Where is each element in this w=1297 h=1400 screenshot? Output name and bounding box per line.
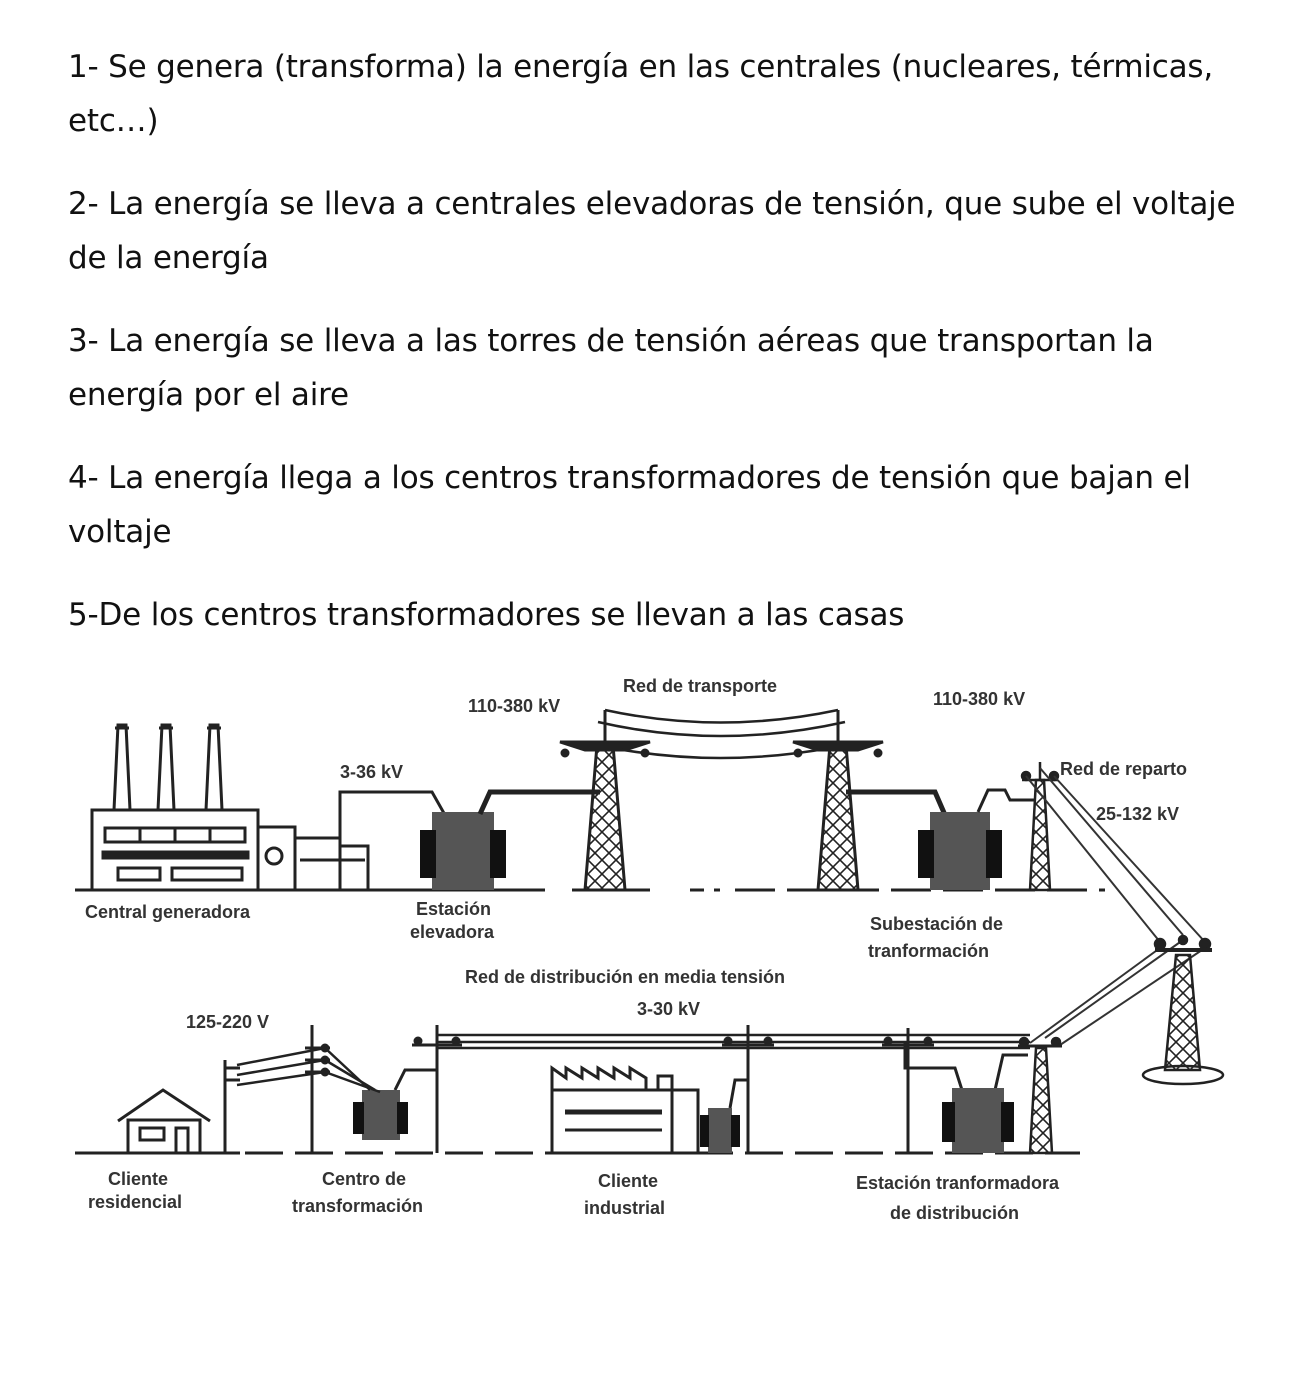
label-subestacion-2: tranformación bbox=[868, 941, 989, 961]
label-cliente-industrial-1: Cliente bbox=[598, 1171, 658, 1191]
label-estacion-elevadora-2: elevadora bbox=[410, 922, 495, 942]
label-3-30kv: 3-30 kV bbox=[637, 999, 700, 1019]
reparto-tower-icon bbox=[1141, 934, 1225, 1086]
label-centro-transformacion-1: Centro de bbox=[322, 1169, 406, 1189]
steps-list: 1- Se genera (transforma) la energía en … bbox=[68, 40, 1258, 671]
substation-transformer-icon bbox=[846, 788, 1035, 890]
distribution-transformer-icon bbox=[903, 1043, 1028, 1153]
power-plant-icon bbox=[90, 723, 370, 892]
label-cliente-residencial-1: Cliente bbox=[108, 1169, 168, 1189]
power-grid-diagram: Red de transporte 110-380 kV 110-380 kV … bbox=[0, 650, 1297, 1250]
transport-lines bbox=[597, 708, 846, 760]
step-1: 1- Se genera (transforma) la energía en … bbox=[68, 49, 1213, 139]
distribution-pole-reparto-icon bbox=[1020, 762, 1060, 892]
label-red-distribucion: Red de distribución en media tensión bbox=[465, 967, 785, 987]
label-central-generadora: Central generadora bbox=[85, 902, 251, 922]
distribution-station-pole-icon bbox=[1018, 1036, 1062, 1155]
label-red-reparto: Red de reparto bbox=[1060, 759, 1187, 779]
step-5: 5-De los centros transformadores se llev… bbox=[68, 597, 905, 633]
label-3-36kv: 3-36 kV bbox=[340, 762, 403, 782]
wire-3-36kv bbox=[338, 790, 447, 846]
label-cliente-residencial-2: residencial bbox=[88, 1192, 182, 1212]
label-estacion-distribucion-2: de distribución bbox=[890, 1203, 1019, 1223]
factory-transformer-icon bbox=[700, 1108, 740, 1153]
step-3: 3- La energía se lleva a las torres de t… bbox=[68, 323, 1154, 413]
label-110-380kv-right: 110-380 kV bbox=[933, 689, 1025, 709]
label-110-380kv-left: 110-380 kV bbox=[468, 696, 560, 716]
pole-right-icon bbox=[882, 1028, 934, 1153]
label-centro-transformacion-2: transformación bbox=[292, 1196, 423, 1216]
label-cliente-industrial-2: industrial bbox=[584, 1198, 665, 1218]
label-25-132kv: 25-132 kV bbox=[1096, 804, 1179, 824]
label-red-transporte: Red de transporte bbox=[623, 676, 777, 696]
house-icon bbox=[117, 1088, 211, 1155]
label-estacion-elevadora-1: Estación bbox=[416, 899, 491, 919]
transmission-tower-right-icon bbox=[792, 710, 884, 892]
step-up-transformer-icon bbox=[420, 789, 600, 890]
step-2: 2- La energía se lleva a centrales eleva… bbox=[68, 186, 1236, 276]
pole-industrial-icon bbox=[722, 1025, 774, 1153]
reparto-lines bbox=[1025, 767, 1206, 1046]
pole-centro-icon bbox=[393, 1025, 462, 1153]
centro-transformer-icon bbox=[353, 1090, 408, 1140]
low-voltage-lines bbox=[236, 1046, 381, 1094]
factory-icon bbox=[550, 1065, 700, 1155]
label-subestacion-1: Subestación de bbox=[870, 914, 1003, 934]
label-estacion-distribucion-1: Estación tranformadora bbox=[856, 1173, 1060, 1193]
pole-low-voltage-icon bbox=[305, 1025, 330, 1153]
pole-house-icon bbox=[223, 1060, 240, 1153]
step-4: 4- La energía llega a los centros transf… bbox=[68, 460, 1191, 550]
transmission-tower-left-icon bbox=[559, 710, 651, 892]
label-125-220v: 125-220 V bbox=[186, 1012, 269, 1032]
